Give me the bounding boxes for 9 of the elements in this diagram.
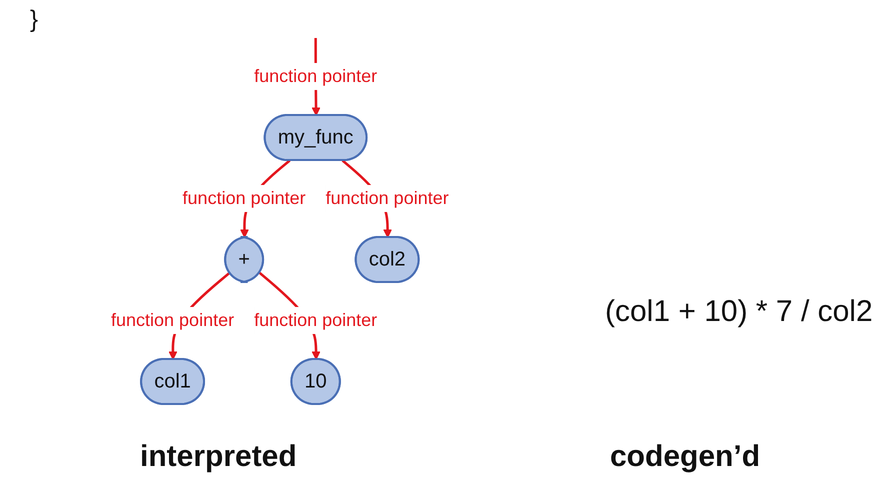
edge-label: function pointer	[326, 188, 449, 208]
edge-label: function pointer	[254, 66, 378, 86]
caption-text: codegen’d	[610, 440, 760, 474]
code-brace: }	[30, 6, 38, 34]
caption-text: interpreted	[140, 440, 297, 474]
edge-label: function pointer	[254, 310, 378, 330]
edge-label: function pointer	[111, 310, 234, 330]
expression-text: (col1 + 10) * 7 / col2	[605, 295, 873, 329]
edge-label: function pointer	[182, 188, 306, 208]
